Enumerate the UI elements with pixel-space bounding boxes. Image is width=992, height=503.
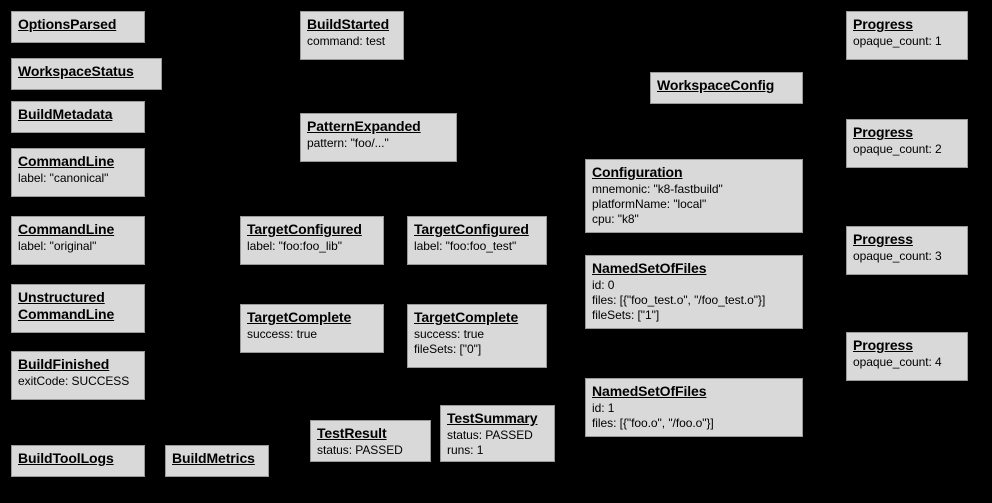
event-node-unstructured-command-line[interactable]: Unstructured CommandLine (11, 284, 145, 333)
event-node-attributes: command: test (307, 34, 386, 48)
event-node-pattern-expanded[interactable]: PatternExpanded pattern: "foo/..." (300, 113, 457, 162)
event-node-title: BuildToolLogs (18, 450, 114, 466)
event-node-configuration[interactable]: Configuration mnemonic: "k8-fastbuild" pl… (585, 159, 803, 233)
event-node-build-tool-logs[interactable]: BuildToolLogs (11, 445, 145, 477)
event-node-attributes: mnemonic: "k8-fastbuild" platformName: "… (592, 182, 723, 226)
event-node-build-started[interactable]: BuildStarted command: test (300, 11, 404, 60)
event-node-build-metadata[interactable]: BuildMetadata (11, 101, 145, 133)
event-node-title: Progress (853, 231, 913, 247)
event-node-options-parsed[interactable]: OptionsParsed (11, 11, 145, 43)
event-node-attributes: success: true (247, 327, 318, 341)
event-node-title: NamedSetOfFiles (592, 383, 707, 399)
event-node-command-line-original[interactable]: CommandLine label: "original" (11, 216, 145, 265)
event-node-attributes: status: PASSED runs: 1 (447, 428, 533, 457)
event-node-attributes: opaque_count: 3 (853, 249, 942, 263)
event-node-attributes: success: true fileSets: ["0"] (414, 327, 485, 356)
event-node-attributes: exitCode: SUCCESS (18, 374, 130, 388)
event-node-title: CommandLine (18, 221, 115, 237)
event-node-title: BuildStarted (307, 16, 390, 32)
event-node-attributes: opaque_count: 1 (853, 34, 942, 48)
event-node-title: TargetConfigured (247, 221, 362, 237)
event-node-title: OptionsParsed (18, 16, 117, 32)
event-node-attributes: status: PASSED (317, 443, 403, 457)
event-node-workspace-config[interactable]: WorkspaceConfig (650, 72, 803, 104)
event-node-progress-4[interactable]: Progress opaque_count: 4 (846, 332, 968, 381)
event-node-test-result[interactable]: TestResult status: PASSED (310, 420, 431, 462)
event-node-build-finished[interactable]: BuildFinished exitCode: SUCCESS (11, 351, 145, 400)
event-node-title: Configuration (592, 164, 683, 180)
event-node-test-summary[interactable]: TestSummary status: PASSED runs: 1 (440, 405, 555, 462)
event-node-attributes: opaque_count: 2 (853, 142, 942, 156)
event-node-title: Progress (853, 124, 913, 140)
event-node-named-set-of-files-1[interactable]: NamedSetOfFiles id: 1 files: [{"foo.o", "… (585, 378, 803, 437)
event-node-title: TestSummary (447, 410, 538, 426)
event-node-title: BuildMetrics (172, 450, 255, 466)
event-node-title: NamedSetOfFiles (592, 260, 707, 276)
event-node-title: BuildFinished (18, 356, 110, 372)
event-node-title: TargetComplete (414, 309, 519, 325)
event-node-title: Unstructured CommandLine (18, 289, 115, 322)
event-node-named-set-of-files-0[interactable]: NamedSetOfFiles id: 0 files: [{"foo_test.… (585, 255, 803, 329)
event-node-attributes: id: 0 files: [{"foo_test.o", "/foo_test.… (592, 278, 766, 322)
event-node-title: WorkspaceStatus (18, 63, 134, 79)
event-node-attributes: label: "foo:foo_test" (414, 239, 517, 253)
event-node-progress-2[interactable]: Progress opaque_count: 2 (846, 119, 968, 168)
event-node-attributes: pattern: "foo/..." (307, 136, 389, 150)
event-node-title: WorkspaceConfig (657, 77, 775, 93)
event-node-title: TargetConfigured (414, 221, 529, 237)
event-node-attributes: id: 1 files: [{"foo.o", "/foo.o"}] (592, 401, 714, 430)
event-node-progress-3[interactable]: Progress opaque_count: 3 (846, 226, 968, 275)
event-node-title: Progress (853, 337, 913, 353)
event-node-target-complete-test[interactable]: TargetComplete success: true fileSets: ["… (407, 304, 547, 368)
event-node-build-metrics[interactable]: BuildMetrics (165, 445, 269, 477)
event-node-target-complete-lib[interactable]: TargetComplete success: true (240, 304, 384, 353)
event-node-attributes: opaque_count: 4 (853, 355, 942, 369)
event-node-title: CommandLine (18, 153, 115, 169)
event-node-progress-1[interactable]: Progress opaque_count: 1 (846, 11, 968, 60)
event-node-command-line-canonical[interactable]: CommandLine label: "canonical" (11, 148, 145, 197)
event-node-attributes: label: "foo:foo_lib" (247, 239, 342, 253)
event-node-target-configured-foo-test[interactable]: TargetConfigured label: "foo:foo_test" (407, 216, 547, 265)
event-node-title: TargetComplete (247, 309, 352, 325)
event-node-title: PatternExpanded (307, 118, 421, 134)
event-node-target-configured-foo-lib[interactable]: TargetConfigured label: "foo:foo_lib" (240, 216, 384, 265)
event-node-attributes: label: "original" (18, 239, 97, 253)
event-node-workspace-status[interactable]: WorkspaceStatus (11, 58, 162, 90)
event-node-title: Progress (853, 16, 913, 32)
event-node-title: BuildMetadata (18, 106, 113, 122)
event-node-title: TestResult (317, 425, 387, 441)
event-node-attributes: label: "canonical" (18, 171, 109, 185)
